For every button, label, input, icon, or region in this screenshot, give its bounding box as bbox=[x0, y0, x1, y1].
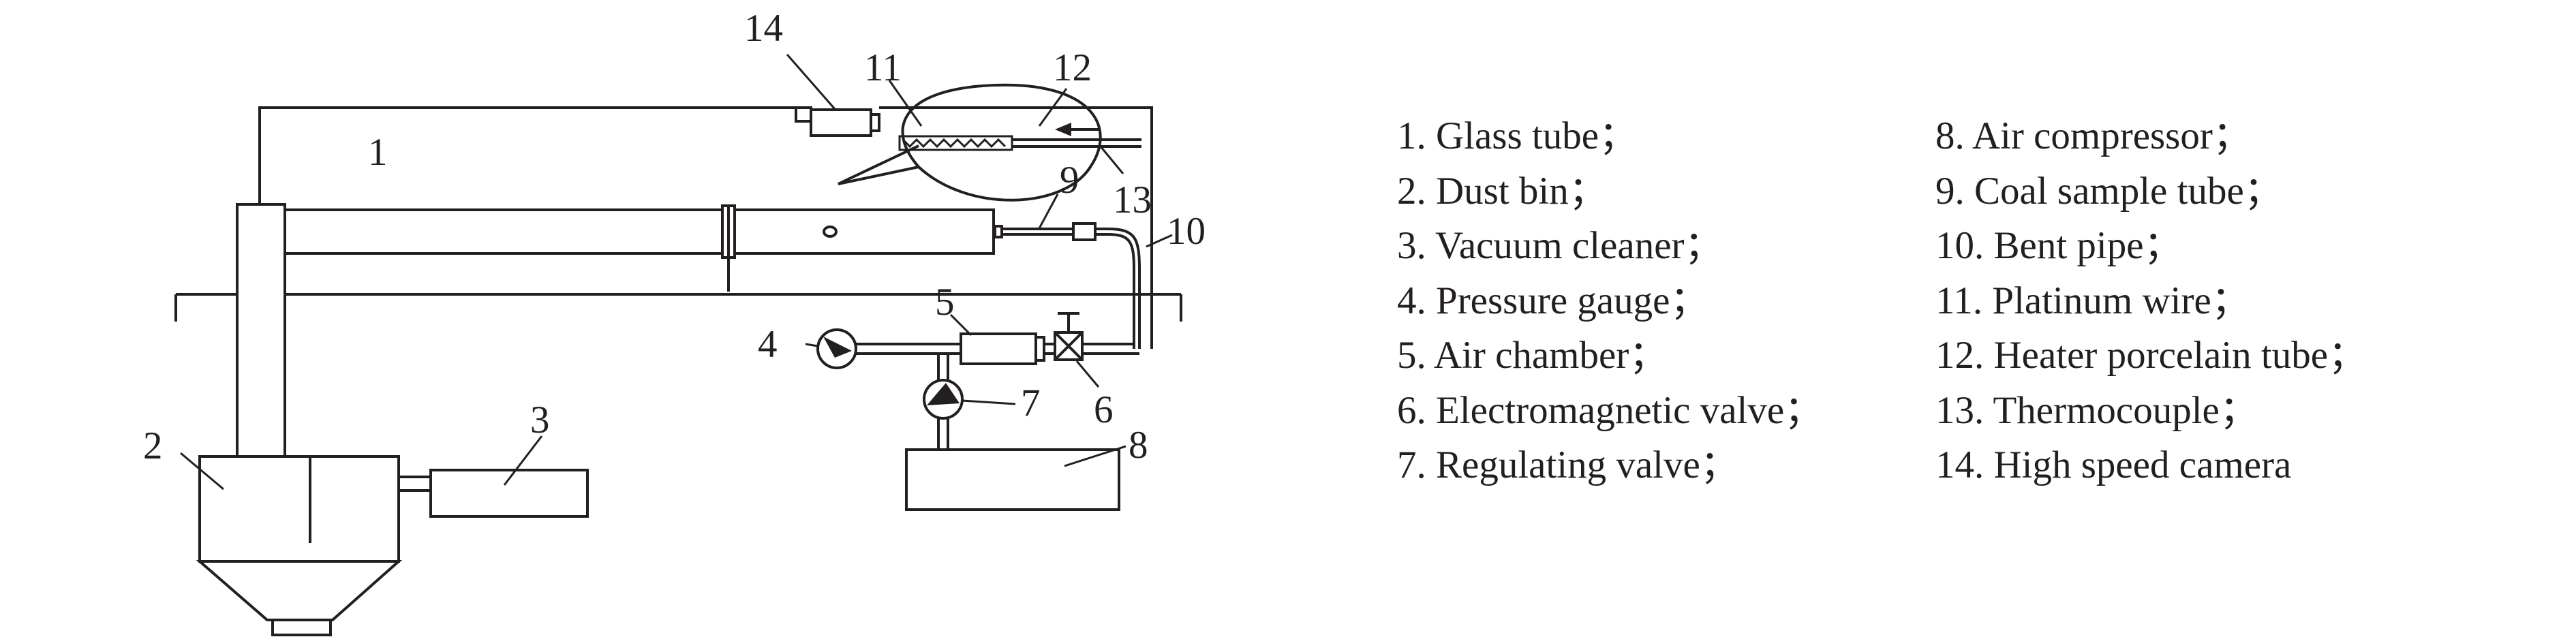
air-line bbox=[856, 343, 961, 355]
callout-10: 10 bbox=[1167, 210, 1206, 253]
callout-12: 12 bbox=[1053, 46, 1092, 89]
legend-item: 5. Air chamber； bbox=[1397, 334, 1668, 377]
legend-item: 10. Bent pipe； bbox=[1935, 224, 2183, 267]
callout-7: 7 bbox=[1021, 382, 1041, 424]
callout-1: 1 bbox=[368, 131, 388, 174]
air-compressor bbox=[905, 445, 1126, 511]
legend-column-2: 8. Air compressor； 9. Coal sample tube； … bbox=[1935, 109, 2367, 493]
legend-item: 12. Heater porcelain tube； bbox=[1935, 334, 2367, 377]
callout-labels: 1 2 3 4 5 6 7 8 9 10 11 12 13 14 bbox=[143, 7, 1206, 467]
legend-column-1: 1. Glass tube； 2. Dust bin； 3. Vacuum cl… bbox=[1397, 109, 1823, 493]
callout-8: 8 bbox=[1129, 424, 1148, 467]
connecting-wire bbox=[879, 106, 1153, 349]
callout-6: 6 bbox=[1094, 388, 1114, 431]
callout-13: 13 bbox=[1113, 178, 1152, 221]
coal-sample-tube bbox=[994, 193, 1097, 241]
callout-9: 9 bbox=[1060, 159, 1079, 202]
legend-item: 14. High speed camera bbox=[1935, 444, 2292, 486]
leader-12 bbox=[1038, 88, 1068, 127]
legend: 1. Glass tube； 2. Dust bin； 3. Vacuum cl… bbox=[1397, 109, 2549, 491]
platinum-wire bbox=[898, 135, 1013, 151]
legend-item: 9. Coal sample tube； bbox=[1935, 169, 2283, 213]
vertical-duct bbox=[236, 203, 286, 463]
glass-tube bbox=[283, 204, 995, 292]
legend-item: 3. Vacuum cleaner； bbox=[1397, 224, 1723, 267]
heater-porcelain-tube bbox=[838, 83, 1102, 202]
legend-item: 4. Pressure gauge； bbox=[1397, 279, 1709, 322]
apparatus-diagram: 1 2 3 4 5 6 7 8 9 10 11 12 13 14 bbox=[143, 7, 1206, 636]
legend-item: 6. Electromagnetic valve； bbox=[1397, 388, 1824, 432]
legend-item: 8. Air compressor； bbox=[1935, 114, 2252, 157]
leader-11 bbox=[888, 80, 923, 127]
legend-item: 1. Glass tube； bbox=[1397, 114, 1638, 157]
callout-14: 14 bbox=[744, 7, 783, 50]
pressure-gauge bbox=[805, 328, 857, 369]
legend-item: 2. Dust bin； bbox=[1397, 169, 1608, 213]
vacuum-cleaner bbox=[399, 435, 589, 518]
legend-item: 13. Thermocouple； bbox=[1935, 388, 2258, 432]
electromagnetic-valve bbox=[1054, 312, 1139, 388]
callout-5: 5 bbox=[935, 281, 955, 324]
callout-4: 4 bbox=[758, 323, 778, 366]
high-speed-camera bbox=[258, 54, 880, 210]
bent-pipe bbox=[1095, 228, 1173, 349]
regulating-valve bbox=[923, 354, 1016, 450]
dust-bin bbox=[180, 452, 403, 636]
callout-11: 11 bbox=[864, 46, 902, 89]
air-chamber bbox=[949, 313, 1055, 365]
legend-item: 7. Regulating valve； bbox=[1397, 444, 1739, 486]
callout-3: 3 bbox=[530, 399, 550, 441]
thermocouple bbox=[1012, 123, 1141, 174]
callout-2: 2 bbox=[143, 424, 163, 467]
legend-item: 11. Platinum wire； bbox=[1935, 279, 2250, 322]
